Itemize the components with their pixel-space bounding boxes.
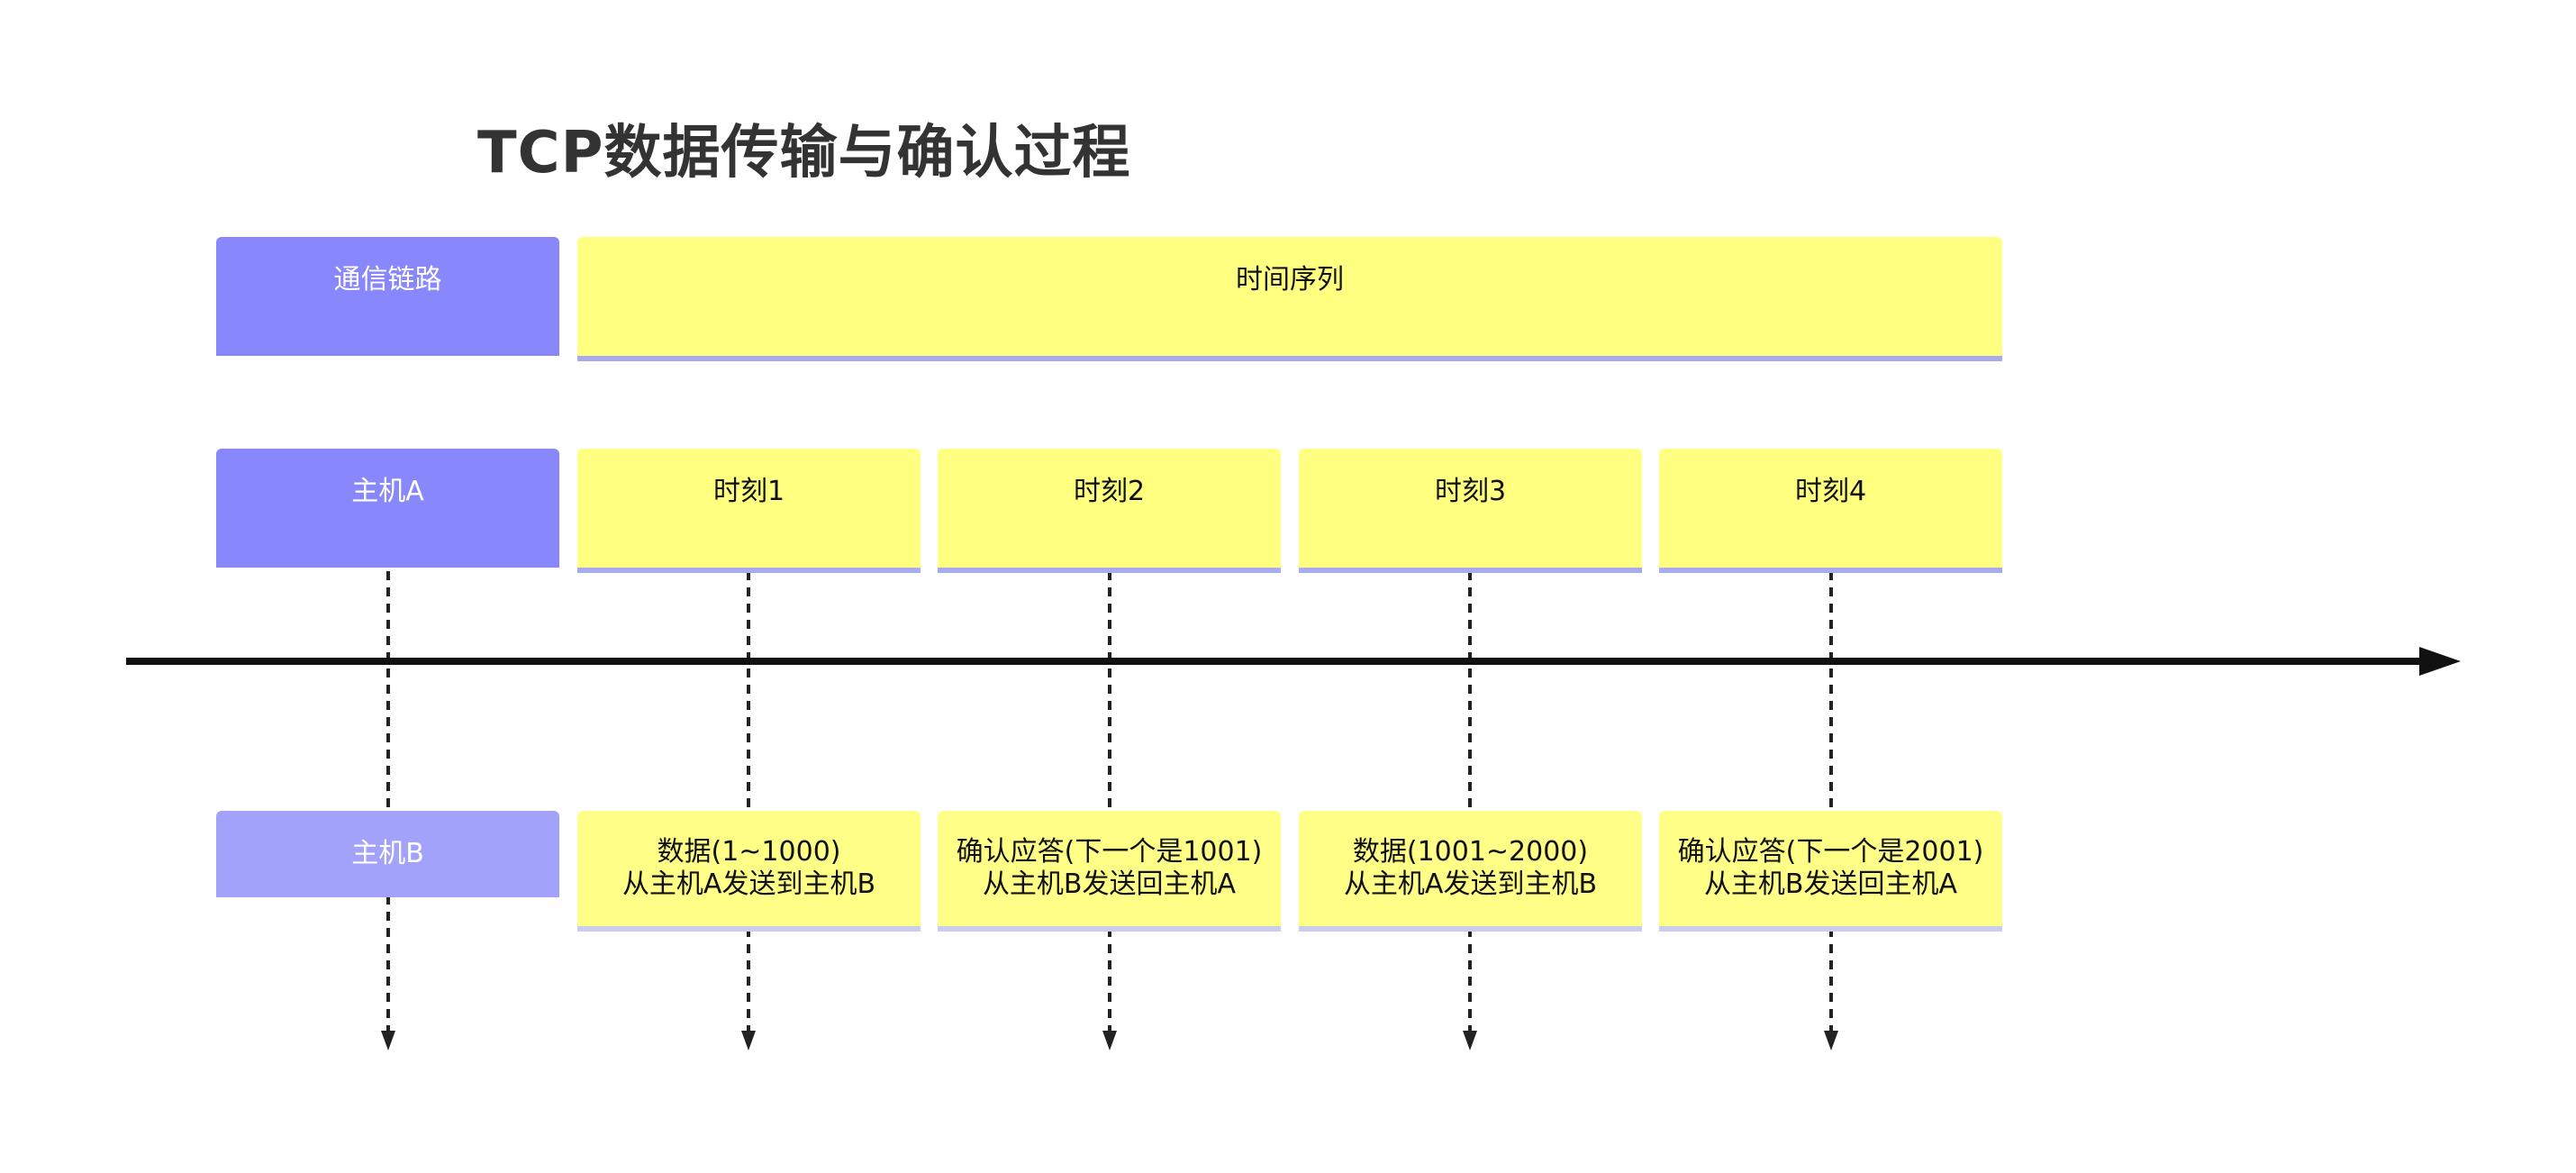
time-series-header-label: 时间序列 bbox=[1236, 264, 1344, 296]
host-a-label: 主机A bbox=[351, 476, 424, 507]
moment-2-box: 时刻2 bbox=[938, 449, 1281, 573]
moment-2-arrowhead bbox=[1102, 1031, 1117, 1050]
moment-4-arrowhead bbox=[1824, 1031, 1838, 1050]
moment-1-arrowhead bbox=[741, 1031, 756, 1050]
event-1-box: 数据(1~1000) 从主机A发送到主机B bbox=[577, 811, 921, 932]
moment-2-label: 时刻2 bbox=[1073, 476, 1146, 507]
moment-4-label: 时刻4 bbox=[1794, 476, 1867, 507]
event-2-box: 确认应答(下一个是1001) 从主机B发送回主机A bbox=[938, 811, 1281, 932]
time-axis-arrowhead bbox=[2419, 647, 2461, 676]
lane-header-box: 通信链路 bbox=[216, 237, 559, 356]
event-3-box: 数据(1001~2000) 从主机A发送到主机B bbox=[1299, 811, 1642, 932]
event-4-label: 确认应答(下一个是2001) 从主机B发送回主机A bbox=[1677, 836, 1984, 900]
moment-3-arrowhead bbox=[1463, 1031, 1477, 1050]
lane-header-label: 通信链路 bbox=[333, 264, 442, 296]
moment-4-box: 时刻4 bbox=[1659, 449, 2002, 573]
moment-3-label: 时刻3 bbox=[1434, 476, 1507, 507]
event-1-label: 数据(1~1000) 从主机A发送到主机B bbox=[621, 836, 876, 900]
host-a-arrowhead bbox=[381, 1031, 395, 1050]
event-3-label: 数据(1001~2000) 从主机A发送到主机B bbox=[1343, 836, 1598, 900]
host-a-box: 主机A bbox=[216, 449, 559, 568]
host-b-box: 主机B bbox=[216, 811, 559, 897]
host-b-label: 主机B bbox=[351, 838, 424, 869]
moment-1-label: 时刻1 bbox=[712, 476, 785, 507]
moment-3-box: 时刻3 bbox=[1299, 449, 1642, 573]
time-series-header-box: 时间序列 bbox=[577, 237, 2002, 361]
event-4-box: 确认应答(下一个是2001) 从主机B发送回主机A bbox=[1659, 811, 2002, 932]
event-2-label: 确认应答(下一个是1001) 从主机B发送回主机A bbox=[956, 836, 1263, 900]
diagram-title: TCP数据传输与确认过程 bbox=[477, 120, 1131, 186]
moment-1-box: 时刻1 bbox=[577, 449, 921, 573]
